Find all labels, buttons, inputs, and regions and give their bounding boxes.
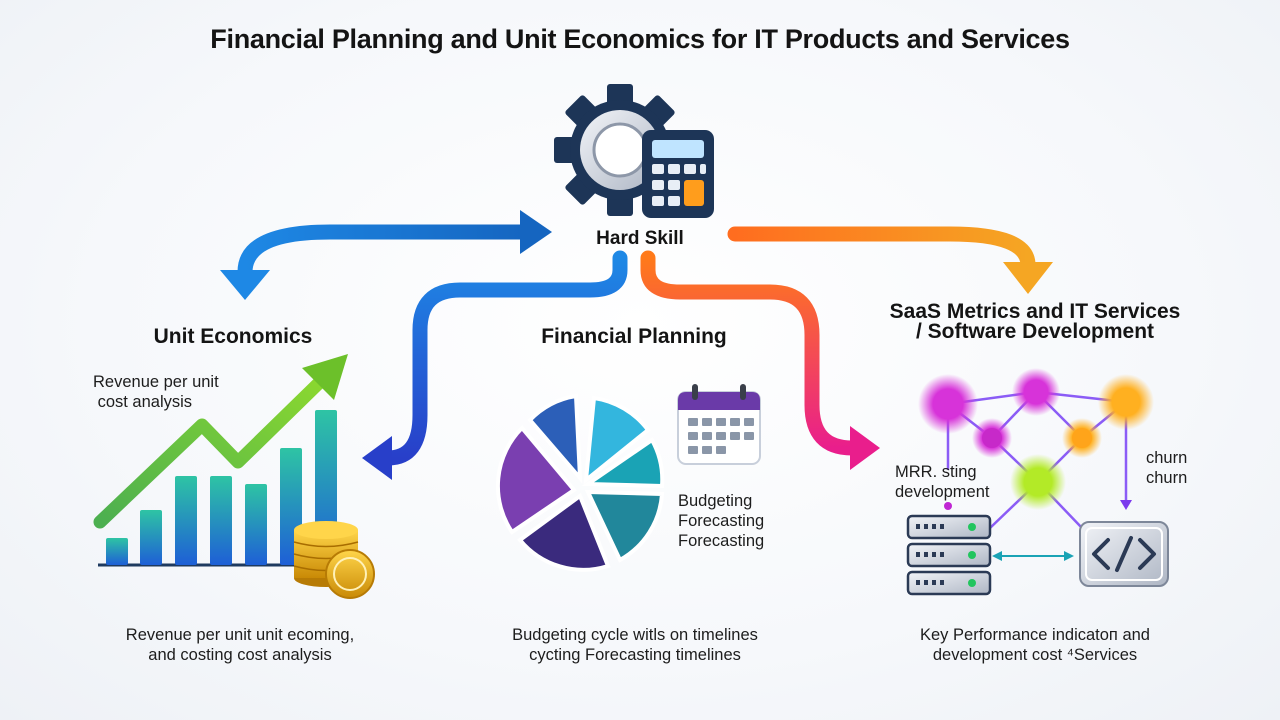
arrow-to-saas [727, 226, 1053, 294]
arrow-to-saas-lower [640, 250, 880, 470]
saas-note-right: churn churn [1146, 449, 1188, 487]
unit-economics-note: Revenue per unit cost analysis [93, 373, 219, 411]
arrow-to-unit-economics-lower [362, 250, 628, 480]
calendar-icon [677, 384, 761, 465]
page-title: Financial Planning and Unit Economics fo… [210, 24, 1070, 54]
arrow-to-unit-economics [220, 210, 552, 300]
hub-label: Hard Skill [596, 228, 684, 249]
network-graph-icon [918, 368, 1154, 529]
code-icon [1079, 521, 1169, 587]
saas-heading: SaaS Metrics and IT Services / Software … [889, 300, 1181, 343]
calculator-icon [642, 130, 714, 218]
unit-economics-heading: Unit Economics [153, 325, 313, 348]
server-icon [906, 514, 1074, 596]
unit-economics-caption: Revenue per unit unit ecoming, and costi… [125, 626, 355, 664]
saas-caption: Key Performance indicatoп and developmen… [920, 626, 1150, 664]
financial-planning-heading: Financial Planning [541, 325, 727, 348]
financial-planning-note: Budgeting Forecasting Forecasting [678, 492, 765, 550]
saas-note-left: MRR. sting development [895, 463, 990, 501]
coins-icon [293, 521, 375, 599]
pie-chart-icon [495, 393, 665, 572]
financial-planning-caption: Budgeting cycle witls on timelines cycti… [512, 626, 758, 664]
